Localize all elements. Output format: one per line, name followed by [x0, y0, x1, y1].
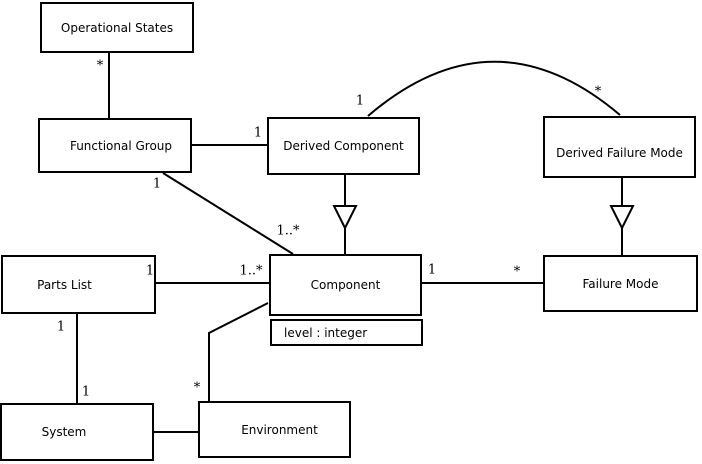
- multiplicity-functional-group-end: 1: [152, 176, 162, 192]
- class-name-label: Environment: [241, 422, 318, 437]
- multiplicity-arc-derived-failure-mode: *: [594, 84, 602, 100]
- multiplicity-derived-component-end: 1: [253, 125, 263, 141]
- assoc-functional-group-component: [162, 172, 294, 255]
- class-operational-states[interactable]: Operational States: [40, 2, 194, 53]
- class-name-label: System: [41, 425, 87, 439]
- class-derived-failure-mode[interactable]: Derived Failure Mode: [543, 116, 696, 178]
- class-name-label: Parts List: [37, 277, 92, 292]
- multiplicity-component-end-fm: 1: [427, 262, 437, 278]
- multiplicity-system-end: 1: [81, 384, 91, 400]
- assoc-environment-component: [208, 302, 269, 401]
- class-name-label: Derived Component: [283, 139, 404, 153]
- multiplicity-component-end-pl: 1..*: [239, 263, 263, 279]
- class-functional-group[interactable]: Functional Group: [38, 118, 192, 173]
- class-component[interactable]: Component: [269, 254, 422, 316]
- class-parts-list[interactable]: Parts List: [1, 255, 156, 314]
- class-failure-mode[interactable]: Failure Mode: [543, 255, 698, 312]
- attribute-label: level : integer: [284, 325, 368, 340]
- multiplicity-arc-derived-component: 1: [355, 93, 365, 109]
- generalization-triangle-component-icon: [332, 205, 358, 231]
- class-system[interactable]: System: [0, 403, 154, 461]
- multiplicity-environment-end: *: [193, 380, 201, 396]
- multiplicity-parts-list-end: 1: [145, 263, 155, 279]
- multiplicity-failure-mode-end: *: [513, 264, 521, 280]
- assoc-arc-derived-component-derived-failure-mode: [367, 60, 621, 117]
- class-name-label: Functional Group: [69, 138, 173, 153]
- multiplicity-operational-states: *: [96, 58, 104, 74]
- generalization-triangle-failure-mode-icon: [609, 205, 635, 231]
- class-name-label: Derived Failure Mode: [556, 146, 683, 160]
- class-environment[interactable]: Environment: [198, 401, 351, 458]
- class-name-label: Component: [310, 278, 381, 292]
- class-name-label: Operational States: [60, 20, 174, 35]
- multiplicity-component-end-fg: 1..*: [276, 223, 300, 239]
- class-name-label: Failure Mode: [582, 276, 659, 291]
- class-derived-component[interactable]: Derived Component: [267, 117, 420, 175]
- multiplicity-parts-list-system-top: 1: [56, 319, 66, 335]
- class-component-attribute-compartment[interactable]: level : integer: [270, 319, 423, 346]
